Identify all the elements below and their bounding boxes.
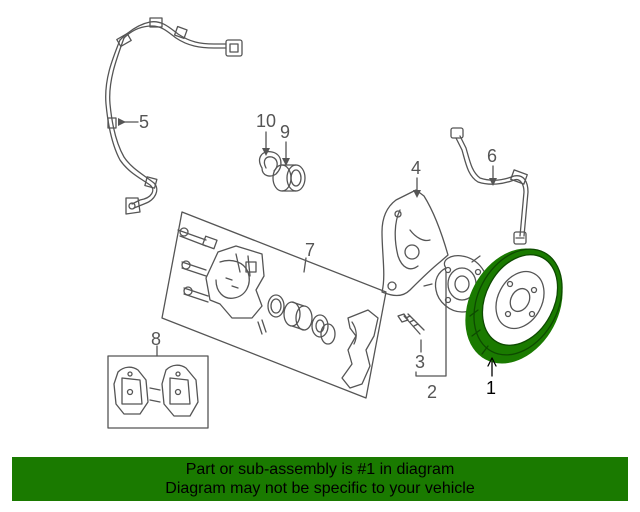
callout-2: 2 (427, 382, 437, 402)
part-5-abs-sensor[interactable] (105, 17, 243, 215)
callout-6: 6 (487, 146, 497, 166)
part-10-snap-ring[interactable] (258, 151, 282, 177)
parts-diagram: 5 10 9 4 6 7 8 3 2 1 (105, 17, 581, 429)
leader-lines (123, 121, 497, 377)
callout-4: 4 (411, 158, 421, 178)
part-8-brake-pads[interactable] (107, 355, 209, 429)
callout-7: 7 (305, 240, 315, 260)
callout-1: 1 (486, 378, 496, 398)
info-banner: Part or sub-assembly is #1 in diagram Di… (12, 457, 628, 501)
callout-8: 8 (151, 329, 161, 349)
part-7-caliper-group[interactable] (161, 211, 387, 399)
callout-9: 9 (280, 122, 290, 142)
callout-5: 5 (139, 112, 149, 132)
part-9-bearing[interactable] (272, 164, 306, 192)
callout-3: 3 (415, 352, 425, 372)
banner-line-2: Diagram may not be specific to your vehi… (165, 480, 475, 497)
part-3-hub-bolt[interactable] (397, 313, 425, 335)
part-4-dust-shield[interactable] (381, 189, 449, 297)
part-6-brake-hose[interactable] (450, 127, 529, 245)
leader-arrowheads (118, 118, 497, 198)
callout-10: 10 (256, 111, 276, 131)
banner-line-1: Part or sub-assembly is #1 in diagram (185, 461, 455, 478)
part-1-brake-rotor[interactable] (447, 232, 581, 379)
